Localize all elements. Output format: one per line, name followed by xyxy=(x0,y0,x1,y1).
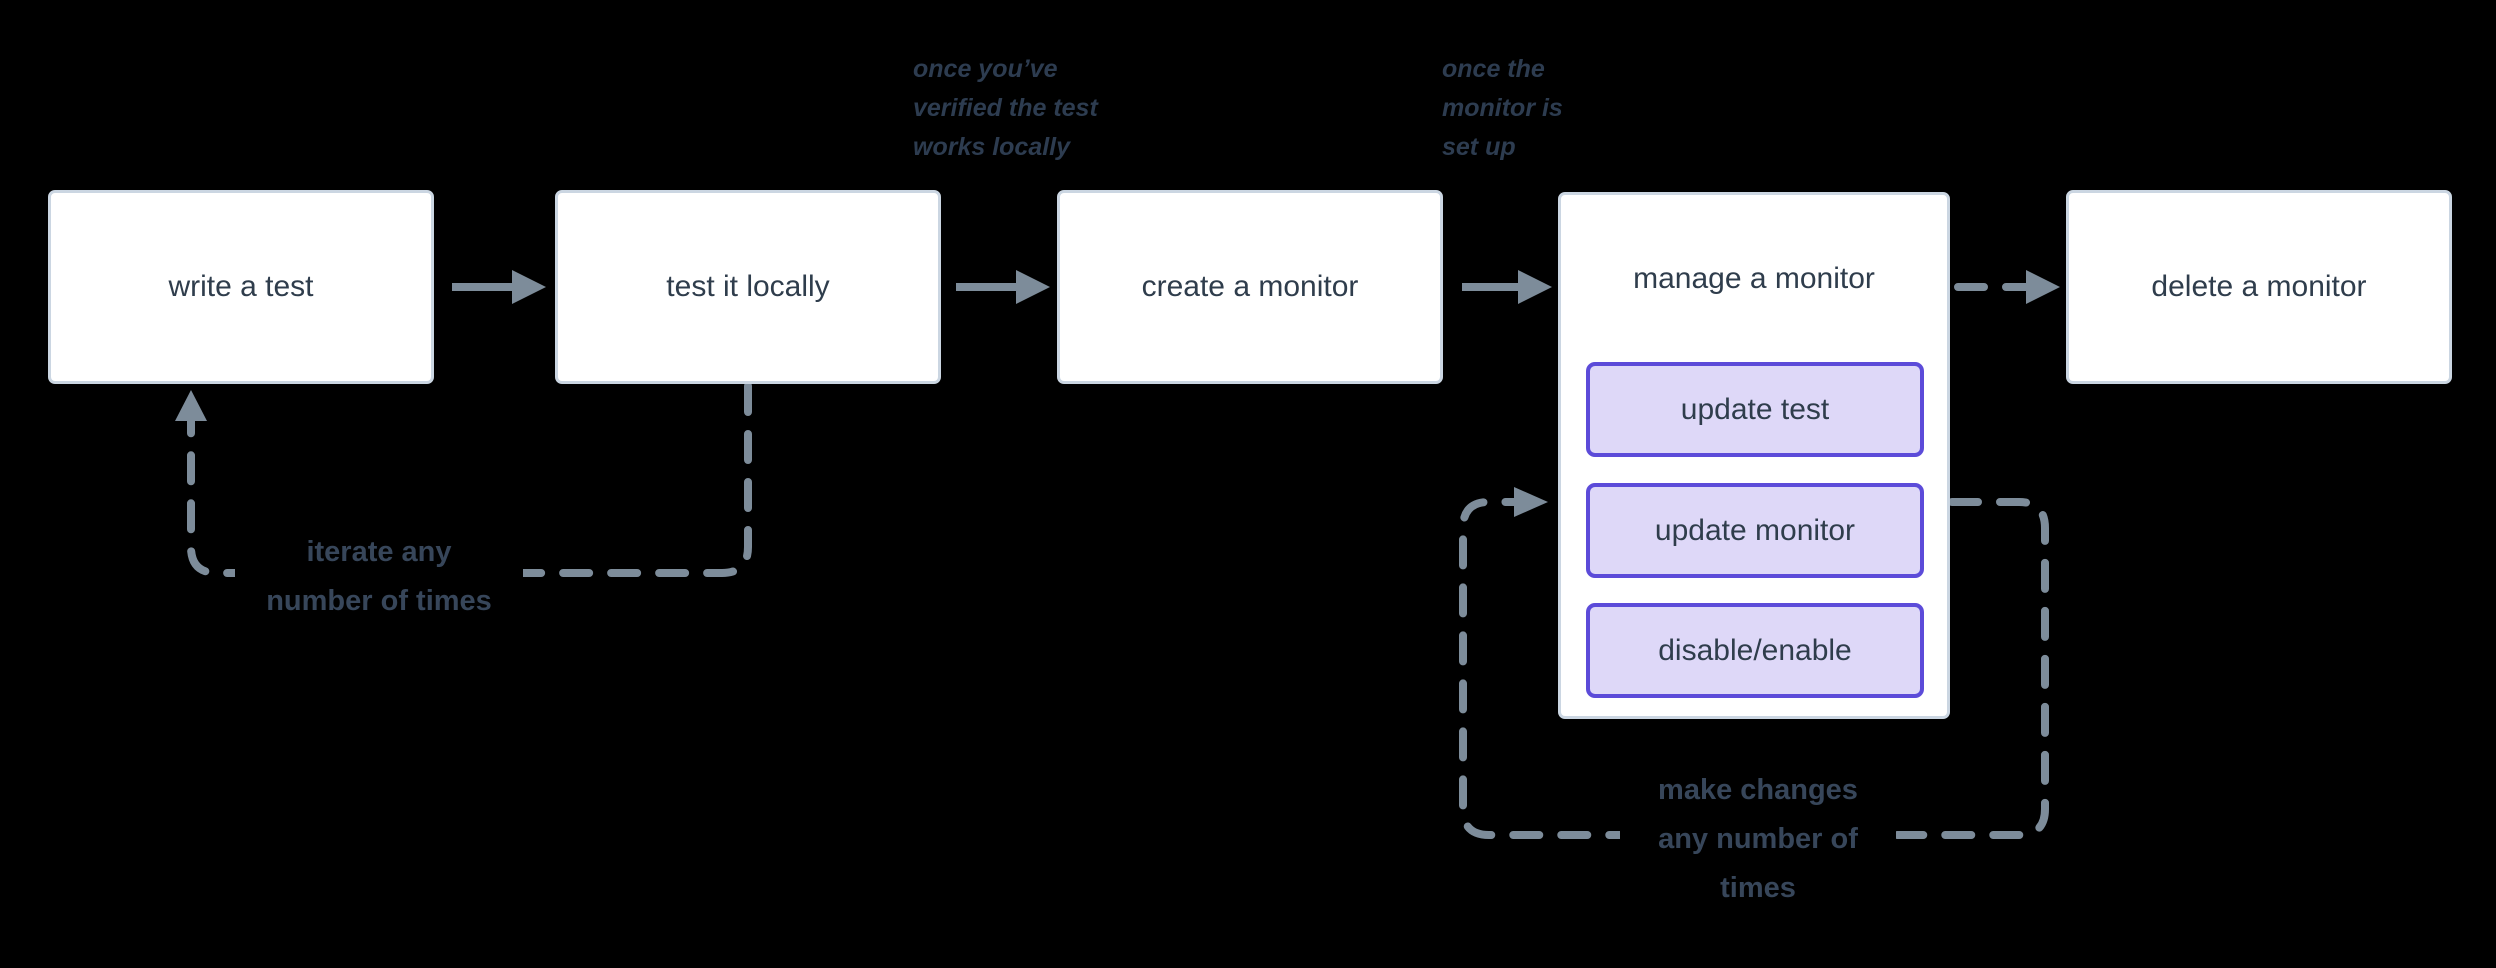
node-label: write a test xyxy=(168,270,314,303)
action-update-test: update test xyxy=(1586,362,1924,457)
loop-label-iterate: iterate any number of times xyxy=(235,528,523,626)
arrow-create-to-manage xyxy=(1462,270,1552,304)
arrowhead-icon xyxy=(1514,487,1548,517)
node-delete-a-monitor: delete a monitor xyxy=(2066,190,2452,384)
arrowhead-icon xyxy=(1016,270,1050,304)
node-label-text: manage a monitor xyxy=(1633,261,1875,295)
arrowhead-icon xyxy=(512,270,546,304)
action-label: update monitor xyxy=(1654,513,1856,547)
node-label: manage a monitor xyxy=(1561,195,1947,362)
arrow-write-to-test xyxy=(452,270,546,304)
loop-label-make-changes: make changes any number of times xyxy=(1620,766,1896,913)
annotation-once-set-up: once the monitor is set up xyxy=(1442,55,1563,161)
action-update-monitor: update monitor xyxy=(1586,483,1924,578)
node-create-a-monitor: create a monitor xyxy=(1057,190,1443,384)
arrowhead-icon xyxy=(2026,270,2060,304)
node-write-a-test: write a test xyxy=(48,190,434,384)
annotation-once-verified: once you’ve verified the test works loca… xyxy=(913,55,1098,161)
arrow-test-to-create xyxy=(956,270,1050,304)
arrowhead-icon xyxy=(175,390,207,421)
action-disable-enable: disable/enable xyxy=(1586,603,1924,698)
dashed-arrow-manage-to-delete xyxy=(1954,270,2060,304)
node-test-it-locally: test it locally xyxy=(555,190,941,384)
node-label: delete a monitor xyxy=(2151,270,2367,303)
arrowhead-icon xyxy=(1518,270,1552,304)
node-label: create a monitor xyxy=(1141,270,1359,303)
node-manage-a-monitor: manage a monitor update test update moni… xyxy=(1558,192,1950,719)
action-label: update test xyxy=(1680,392,1830,426)
action-label: disable/enable xyxy=(1658,633,1852,667)
node-label: test it locally xyxy=(666,270,830,303)
